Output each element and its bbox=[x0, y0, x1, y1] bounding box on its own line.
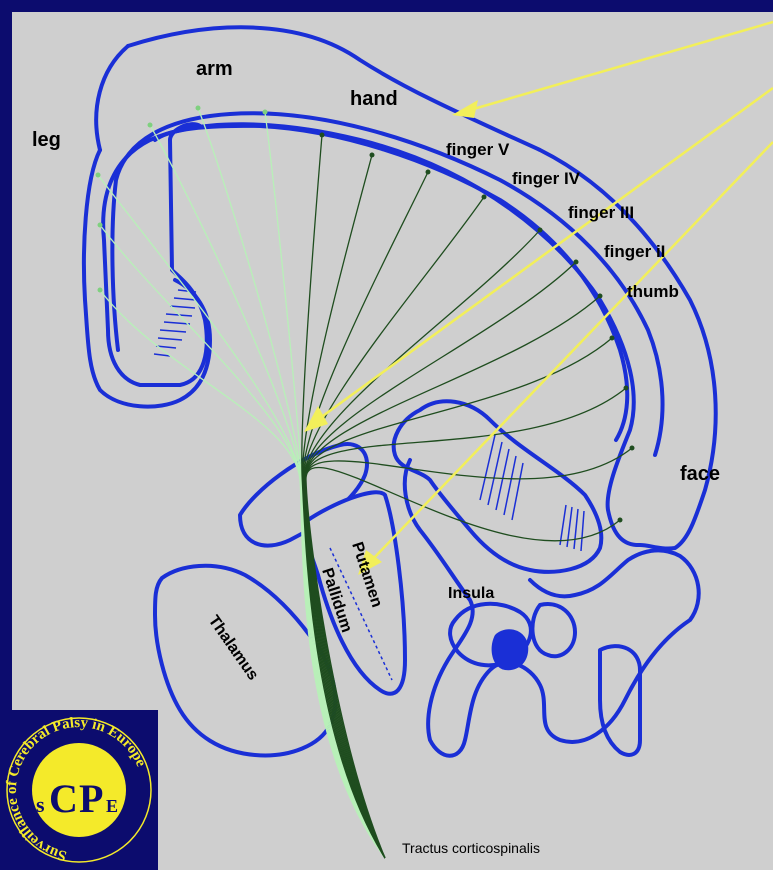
label-finger-ii: finger iI bbox=[604, 242, 665, 261]
label-arm: arm bbox=[196, 58, 233, 80]
fiber-origin-dot bbox=[196, 106, 201, 111]
label-hand: hand bbox=[350, 88, 398, 110]
label-insula: Insula bbox=[448, 585, 494, 602]
fiber-origin-dot bbox=[98, 288, 103, 293]
label-leg: leg bbox=[32, 129, 61, 151]
fiber-origin-dot bbox=[630, 446, 635, 451]
logo-letter-p: P bbox=[79, 776, 103, 821]
scpe-logo: Surveillance of Cerebral Palsy in Europe… bbox=[0, 710, 158, 870]
fiber-origin-dot bbox=[98, 223, 103, 228]
fiber-origin-dot bbox=[574, 260, 579, 265]
label-finger-v: finger V bbox=[446, 140, 510, 159]
fiber-origin-dot bbox=[610, 336, 615, 341]
label-tractus-corticospinalis: Tractus corticospinalis bbox=[402, 840, 540, 856]
logo-letter-s: s bbox=[36, 792, 45, 817]
fiber-origin-dot bbox=[148, 123, 153, 128]
fiber-origin-dot bbox=[482, 195, 487, 200]
fiber-origin-dot bbox=[263, 110, 268, 115]
logo-letter-c: C bbox=[49, 776, 78, 821]
label-face: face bbox=[680, 463, 720, 485]
logo-letter-e: E bbox=[106, 796, 118, 816]
fiber-origin-dot bbox=[538, 228, 543, 233]
fiber-origin-dot bbox=[618, 518, 623, 523]
label-thumb: thumb bbox=[627, 282, 679, 301]
fiber-origin-dot bbox=[426, 170, 431, 175]
fiber-origin-dot bbox=[96, 173, 101, 178]
fiber-origin-dot bbox=[624, 386, 629, 391]
fiber-origin-dot bbox=[370, 153, 375, 158]
label-finger-iii: finger III bbox=[568, 203, 634, 222]
fiber-origin-dot bbox=[598, 294, 603, 299]
fiber-origin-dot bbox=[320, 133, 325, 138]
label-finger-iv: finger IV bbox=[512, 169, 581, 188]
